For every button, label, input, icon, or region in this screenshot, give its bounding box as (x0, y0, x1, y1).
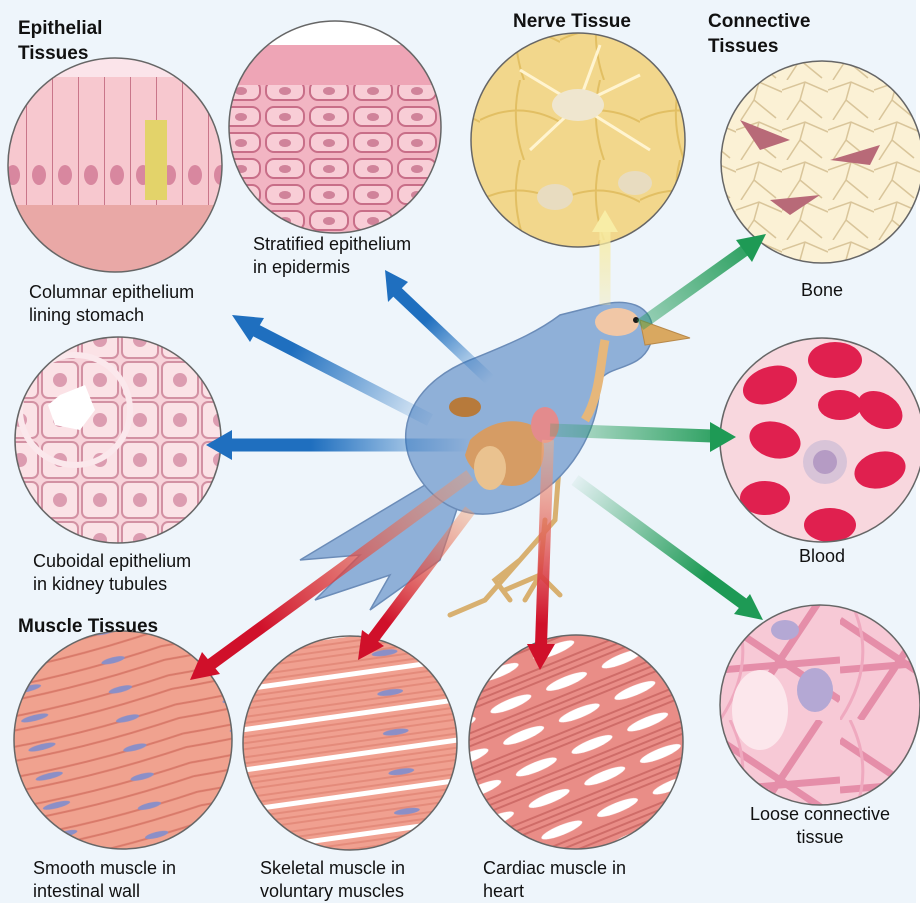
label-skeletal-muscle: Skeletal muscle in voluntary muscles (260, 857, 405, 903)
bone-circle (721, 61, 920, 263)
header-line: Nerve Tissue (513, 9, 631, 34)
cardiac-muscle-circle (469, 635, 683, 849)
arrow-columnar (232, 315, 430, 420)
label-line: in kidney tubules (33, 573, 191, 596)
label-line: heart (483, 880, 626, 903)
label-line: in epidermis (253, 256, 411, 279)
label-line: Cardiac muscle in (483, 857, 626, 880)
header-line: Tissues (18, 41, 102, 66)
label-line: Stratified epithelium (253, 233, 411, 256)
cuboidal-epithelium-circle (15, 337, 221, 543)
label-line: intestinal wall (33, 880, 176, 903)
label-line: tissue (735, 826, 905, 849)
header-line: Muscle Tissues (18, 614, 158, 639)
label-line: Cuboidal epithelium (33, 550, 191, 573)
label-blood: Blood (772, 545, 872, 568)
label-smooth-muscle: Smooth muscle in intestinal wall (33, 857, 176, 903)
label-line: Columnar epithelium (29, 281, 194, 304)
header-muscle-tissues: Muscle Tissues (18, 614, 158, 639)
label-line: lining stomach (29, 304, 194, 327)
nerve-tissue-circle (471, 33, 685, 247)
header-nerve-tissue: Nerve Tissue (513, 9, 631, 34)
arrow-loose-connective (575, 480, 763, 620)
label-line: voluntary muscles (260, 880, 405, 903)
label-line: Bone (772, 279, 872, 302)
label-loose-connective-tissue: Loose connective tissue (735, 803, 905, 849)
label-line: Skeletal muscle in (260, 857, 405, 880)
header-epithelial-tissues: Epithelial Tissues (18, 16, 102, 66)
label-line: Loose connective (735, 803, 905, 826)
header-line: Epithelial (18, 16, 102, 41)
header-line: Connective (708, 9, 810, 34)
bird-illustration (300, 302, 690, 615)
label-columnar-epithelium: Columnar epithelium lining stomach (29, 281, 194, 327)
blood-circle (720, 338, 920, 542)
stratified-epithelium-circle (220, 15, 460, 233)
label-line: Smooth muscle in (33, 857, 176, 880)
label-bone: Bone (772, 279, 872, 302)
header-line: Tissues (708, 34, 810, 59)
label-line: Blood (772, 545, 872, 568)
header-connective-tissues: Connective Tissues (708, 9, 810, 59)
arrow-bone (640, 234, 766, 325)
arrow-stratified (385, 270, 490, 380)
loose-connective-circle (720, 605, 920, 805)
skeletal-muscle-circle (243, 636, 457, 850)
label-stratified-epithelium: Stratified epithelium in epidermis (253, 233, 411, 279)
label-cardiac-muscle: Cardiac muscle in heart (483, 857, 626, 903)
label-cuboidal-epithelium: Cuboidal epithelium in kidney tubules (33, 550, 191, 596)
columnar-epithelium-circle (0, 55, 230, 275)
